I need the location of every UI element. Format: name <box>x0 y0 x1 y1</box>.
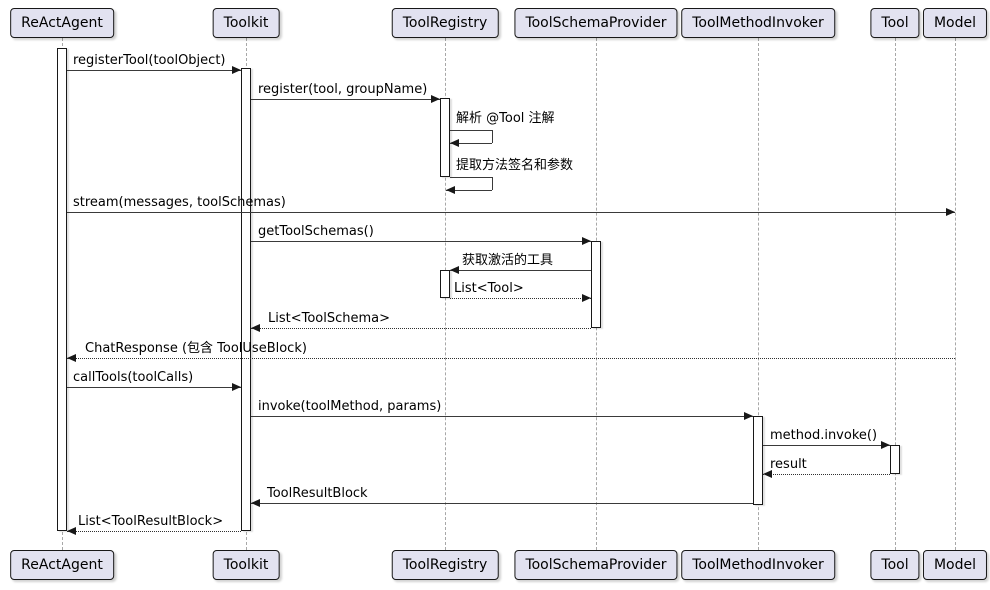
message-line <box>450 298 591 299</box>
message-label: List<Tool> <box>454 281 524 296</box>
arrowhead-icon <box>251 499 260 507</box>
participant-top-reactagent: ReActAgent <box>10 8 114 38</box>
message-line <box>67 212 955 213</box>
lifeline-toolmethodinvoker <box>758 38 759 550</box>
message-label: ChatResponse (包含 ToolUseBlock) <box>85 341 307 356</box>
participant-top-toolregistry: ToolRegistry <box>391 8 499 38</box>
participant-top-toolschemaprovider: ToolSchemaProvider <box>514 8 678 38</box>
self-message-loop <box>492 130 493 143</box>
activation-reactagent <box>57 48 67 531</box>
arrowhead-icon <box>582 237 591 245</box>
arrowhead-icon <box>446 186 455 194</box>
participant-top-tool: Tool <box>870 8 920 38</box>
self-message-loop <box>450 143 492 144</box>
message-line <box>67 531 241 532</box>
message-label: ToolResultBlock <box>267 486 368 501</box>
message-line <box>67 358 955 359</box>
arrowhead-icon <box>881 441 890 449</box>
message-label: callTools(toolCalls) <box>73 370 194 385</box>
message-line <box>67 387 241 388</box>
arrowhead-icon <box>744 412 753 420</box>
arrowhead-icon <box>67 527 76 535</box>
lifeline-tool <box>895 38 896 550</box>
participant-bottom-toolmethodinvoker: ToolMethodInvoker <box>681 550 835 580</box>
activation-tool <box>890 445 900 474</box>
arrowhead-icon <box>763 470 772 478</box>
message-label: stream(messages, toolSchemas) <box>73 195 286 210</box>
arrowhead-icon <box>946 208 955 216</box>
message-line <box>763 474 890 475</box>
message-line <box>251 241 591 242</box>
participant-bottom-tool: Tool <box>870 550 920 580</box>
message-label: register(tool, groupName) <box>258 82 428 97</box>
participant-bottom-model: Model <box>922 550 988 580</box>
arrowhead-icon <box>450 139 459 147</box>
activation-toolregistry-2 <box>440 270 450 298</box>
lifeline-model <box>955 38 956 550</box>
self-message-loop <box>450 177 492 178</box>
message-label: List<ToolSchema> <box>268 311 391 326</box>
message-label: getToolSchemas() <box>258 224 374 239</box>
arrowhead-icon <box>251 324 260 332</box>
arrowhead-icon <box>232 66 241 74</box>
self-message-label: 提取方法签名和参数 <box>456 158 574 173</box>
message-label: invoke(toolMethod, params) <box>258 399 442 414</box>
activation-toolkit <box>241 68 251 531</box>
self-message-label: 解析 @Tool 注解 <box>456 111 555 126</box>
message-line <box>763 445 890 446</box>
participant-bottom-toolschemaprovider: ToolSchemaProvider <box>514 550 678 580</box>
arrowhead-icon <box>67 354 76 362</box>
activation-toolregistry-1 <box>440 98 450 177</box>
message-label: registerTool(toolObject) <box>73 53 226 68</box>
arrowhead-icon <box>232 383 241 391</box>
participant-bottom-reactagent: ReActAgent <box>10 550 114 580</box>
message-line <box>251 503 753 504</box>
message-line <box>251 328 591 329</box>
participant-bottom-toolregistry: ToolRegistry <box>391 550 499 580</box>
message-label: result <box>770 457 807 472</box>
message-label: 获取激活的工具 <box>462 253 554 268</box>
activation-toolmethodinvoker <box>753 416 763 505</box>
message-label: method.invoke() <box>770 428 878 443</box>
message-line <box>251 99 440 100</box>
message-line <box>251 416 753 417</box>
participant-top-toolmethodinvoker: ToolMethodInvoker <box>681 8 835 38</box>
self-message-loop <box>446 190 492 191</box>
message-line <box>450 270 591 271</box>
arrowhead-icon <box>431 95 440 103</box>
self-message-loop <box>450 130 492 131</box>
activation-toolschemaprovider <box>591 241 601 328</box>
message-label: List<ToolResultBlock> <box>78 514 224 529</box>
message-line <box>67 70 241 71</box>
participant-top-toolkit: Toolkit <box>212 8 280 38</box>
arrowhead-icon <box>450 266 459 274</box>
participant-top-model: Model <box>922 8 988 38</box>
self-message-loop <box>492 177 493 190</box>
participant-bottom-toolkit: Toolkit <box>212 550 280 580</box>
arrowhead-icon <box>582 294 591 302</box>
